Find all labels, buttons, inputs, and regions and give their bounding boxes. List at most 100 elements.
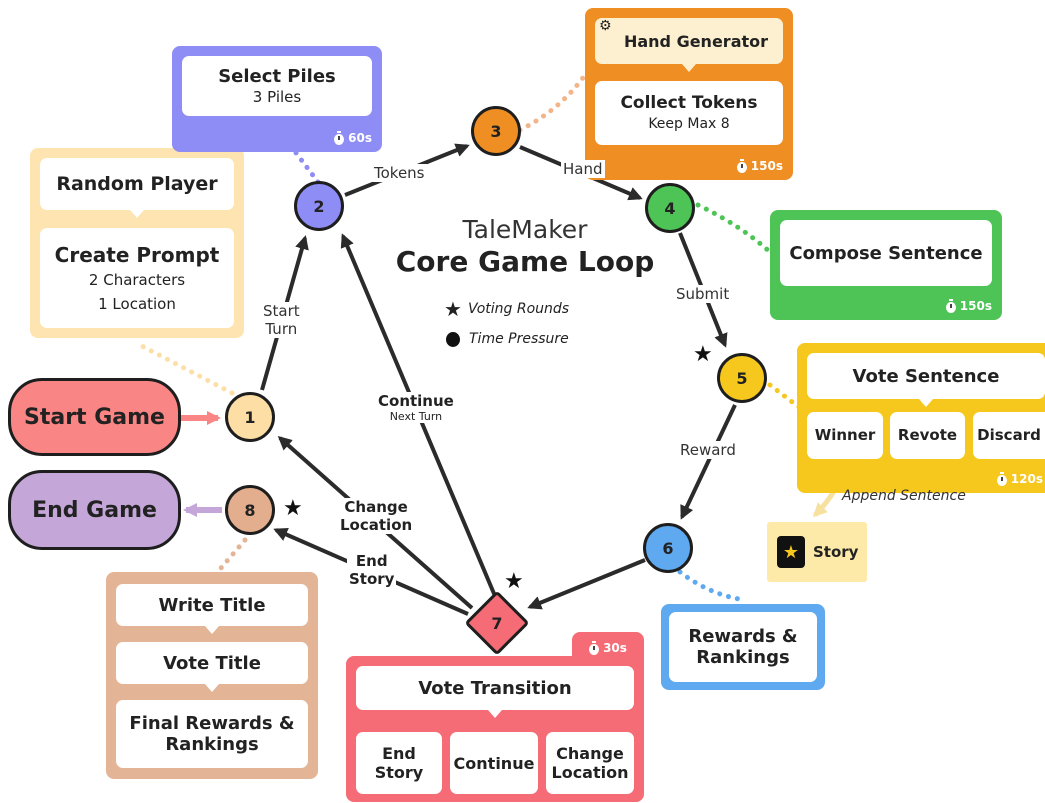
edge-label-change-location: Change Location bbox=[338, 498, 415, 534]
connector-triangle bbox=[130, 210, 144, 218]
dotted-connector-2 bbox=[272, 122, 321, 185]
step3-timer: 150s bbox=[736, 158, 783, 173]
end-game-button[interactable]: End Game bbox=[8, 470, 181, 550]
timer-icon bbox=[996, 471, 1007, 486]
timer-icon bbox=[589, 640, 600, 655]
edge-label-reward: Reward bbox=[678, 441, 738, 459]
legend-item-voting: ★ Voting Rounds bbox=[444, 294, 569, 324]
step5-timer-label: 120s bbox=[1010, 472, 1043, 486]
step3-panel: Hand Generator ⚙ Collect Tokens Keep Max… bbox=[585, 8, 793, 180]
step3-timer-label: 150s bbox=[750, 159, 783, 173]
node-3[interactable]: 3 bbox=[471, 106, 521, 156]
legend: ★ Voting Rounds Time Pressure bbox=[444, 294, 569, 354]
hand-generator-label: Hand Generator bbox=[623, 31, 769, 51]
story-label: Story bbox=[813, 543, 859, 561]
transition-option-end-story: End Story bbox=[356, 732, 442, 794]
vote-option-discard: Discard bbox=[973, 412, 1045, 459]
node-1[interactable]: 1 bbox=[225, 392, 275, 442]
diagram-title: TaleMaker Core Game Loop bbox=[370, 215, 680, 279]
write-title-card: Write Title bbox=[116, 584, 308, 626]
vote-option-revote: Revote bbox=[890, 412, 965, 459]
timer-icon bbox=[334, 130, 345, 145]
vote-title-label: Vote Title bbox=[163, 652, 261, 674]
legend-label-voting: Voting Rounds bbox=[467, 301, 570, 317]
rewards-rankings-label: Rewards & Rankings bbox=[688, 626, 798, 668]
timer-icon bbox=[446, 331, 460, 347]
step5-timer: 120s bbox=[996, 471, 1043, 486]
edge-label-hand: Hand bbox=[561, 160, 605, 178]
dotted-connector-1 bbox=[137, 342, 235, 396]
star-icon: ★ bbox=[283, 496, 303, 521]
create-prompt-label: Create Prompt bbox=[54, 243, 220, 267]
connector-triangle bbox=[488, 710, 502, 718]
step4-panel: Compose Sentence 150s bbox=[770, 210, 1002, 320]
start-game-button[interactable]: Start Game bbox=[8, 378, 181, 456]
timer-icon bbox=[736, 158, 747, 173]
step6-panel: Rewards & Rankings bbox=[661, 604, 825, 690]
connector-triangle bbox=[205, 626, 219, 634]
connector-triangle bbox=[682, 64, 696, 72]
select-piles-label: Select Piles bbox=[218, 65, 336, 87]
story-book-icon: ★ bbox=[777, 536, 805, 568]
story-box: ★ Story bbox=[767, 522, 867, 582]
dotted-connector-4 bbox=[695, 202, 773, 255]
collect-tokens-card: Collect Tokens Keep Max 8 bbox=[595, 81, 783, 145]
vote-option-winner: Winner bbox=[807, 412, 883, 459]
transition-option-continue: Continue bbox=[450, 732, 538, 794]
compose-sentence-card: Compose Sentence bbox=[780, 220, 992, 286]
timer-icon bbox=[945, 298, 956, 313]
dotted-connector-8 bbox=[212, 537, 248, 578]
discard-label: Discard bbox=[977, 426, 1041, 444]
node-7: 7 bbox=[491, 613, 503, 633]
random-player-label: Random Player bbox=[56, 172, 218, 195]
node-2[interactable]: 2 bbox=[294, 181, 344, 231]
change-location-option-label: Change Location bbox=[551, 744, 629, 782]
revote-label: Revote bbox=[897, 426, 958, 444]
edge-label-next-turn: Next Turn bbox=[389, 410, 443, 423]
collect-tokens-label: Collect Tokens bbox=[620, 92, 758, 113]
legend-label-timer: Time Pressure bbox=[469, 331, 569, 347]
title-line-1: TaleMaker bbox=[462, 215, 588, 244]
edge-label-end-story: End Story bbox=[347, 552, 397, 588]
step7-timer-label: 30s bbox=[603, 641, 627, 655]
star-icon: ★ bbox=[504, 569, 524, 594]
edge-label-continue-group: Continue Next Turn bbox=[376, 392, 456, 423]
vote-transition-card: Vote Transition bbox=[356, 666, 634, 710]
dotted-connector-3 bbox=[517, 72, 588, 133]
step1-panel: Random Player Create Prompt 2 Characters… bbox=[30, 148, 244, 338]
node-5[interactable]: 5 bbox=[717, 353, 767, 403]
end-story-option-label: End Story bbox=[374, 744, 424, 782]
dotted-connector-5 bbox=[767, 382, 803, 411]
node-4[interactable]: 4 bbox=[645, 183, 695, 233]
transition-option-change-location: Change Location bbox=[546, 732, 634, 794]
final-rewards-label: Final Rewards & Rankings bbox=[129, 713, 295, 755]
connector-triangle bbox=[919, 399, 933, 407]
step2-timer: 60s bbox=[334, 130, 372, 145]
step2-panel: Select Piles 3 Piles 60s bbox=[172, 46, 382, 152]
vote-sentence-label: Vote Sentence bbox=[852, 365, 1000, 387]
arrow-6-to-7 bbox=[527, 558, 646, 610]
random-player-card: Random Player bbox=[40, 158, 234, 210]
node-6[interactable]: 6 bbox=[643, 523, 693, 573]
step8-panel: Write Title Vote Title Final Rewards & R… bbox=[106, 572, 318, 779]
write-title-label: Write Title bbox=[158, 594, 266, 616]
node-8[interactable]: 8 bbox=[225, 485, 275, 535]
prompt-location: 1 Location bbox=[98, 295, 176, 313]
final-rewards-card: Final Rewards & Rankings bbox=[116, 700, 308, 768]
prompt-characters: 2 Characters bbox=[88, 271, 186, 289]
compose-sentence-label: Compose Sentence bbox=[789, 242, 983, 264]
continue-option-label: Continue bbox=[453, 753, 535, 773]
arrow-5-to-6 bbox=[680, 404, 737, 520]
vote-transition-label: Vote Transition bbox=[418, 677, 572, 699]
gears-icon: ⚙ bbox=[599, 18, 612, 34]
hand-generator-card: Hand Generator bbox=[595, 18, 783, 64]
winner-label: Winner bbox=[814, 426, 876, 444]
append-sentence-label: Append Sentence bbox=[842, 488, 966, 504]
edge-label-start-turn: Start Turn bbox=[261, 302, 302, 338]
vote-sentence-card: Vote Sentence bbox=[807, 353, 1045, 399]
step5-panel: Vote Sentence Winner Revote Discard 120s bbox=[797, 343, 1045, 493]
step7-timer: 30s bbox=[572, 632, 644, 664]
select-piles-card: Select Piles 3 Piles bbox=[182, 56, 372, 116]
edge-label-tokens: Tokens bbox=[372, 164, 427, 182]
legend-item-timer: Time Pressure bbox=[444, 324, 569, 354]
